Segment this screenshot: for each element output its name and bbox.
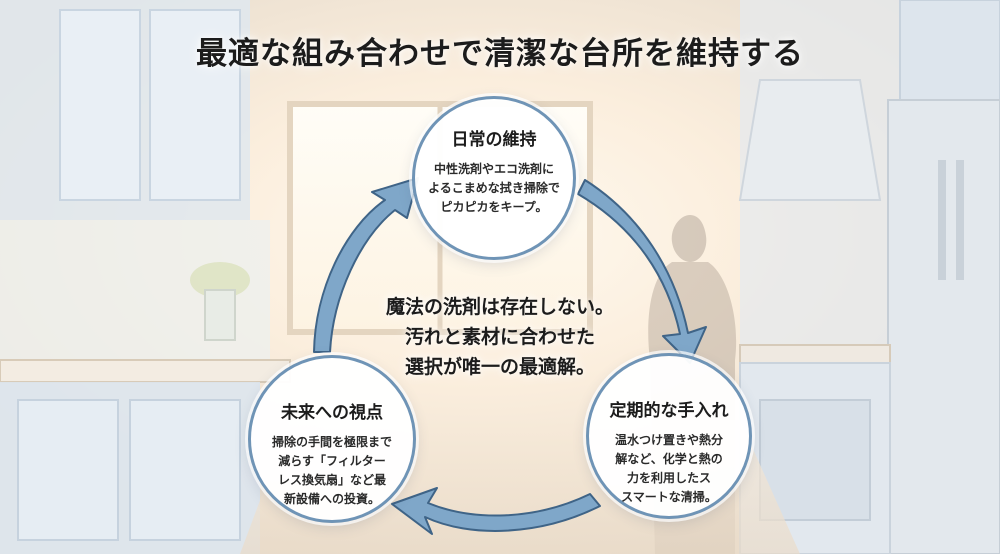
node-daily-title: 日常の維持 [451, 130, 537, 150]
node-daily-maintenance: 日常の維持 中性洗剤やエコ洗剤に よるこまめな拭き掃除で ピカピカをキープ。 [412, 96, 576, 260]
center-message: 魔法の洗剤は存在しない。 汚れと素材に合わせた 選択が唯一の最適解。 [385, 296, 614, 378]
node-periodic-title: 定期的な手入れ [609, 401, 729, 421]
node-daily-desc: 中性洗剤やエコ洗剤に よるこまめな拭き掃除で ピカピカをキープ。 [428, 162, 560, 214]
arrow-periodic-to-future [391, 487, 601, 535]
node-periodic-desc: 温水つけ置きや熱分 解など、化学と熱の 力を利用したス スマートな清掃。 [614, 433, 723, 504]
arrow-daily-to-periodic [577, 179, 707, 364]
node-future-perspective: 未来への視点 掃除の手間を極限まで 減らす「フィルター レス換気扇」など最 新設… [248, 355, 416, 523]
node-future-desc: 掃除の手間を極限まで 減らす「フィルター レス換気扇」など最 新設備への投資。 [271, 435, 392, 506]
page-title: 最適な組み合わせで清潔な台所を維持する [196, 36, 804, 72]
node-periodic-care: 定期的な手入れ 温水つけ置きや熱分 解など、化学と熱の 力を利用したス スマート… [586, 353, 752, 519]
node-future-title: 未来への視点 [281, 403, 383, 423]
